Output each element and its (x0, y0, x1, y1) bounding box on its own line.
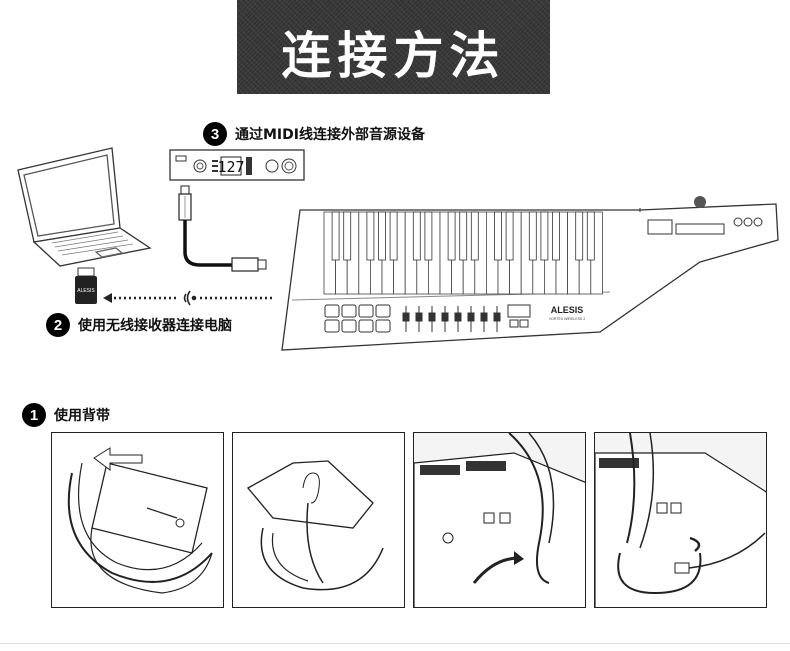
midi-cable-icon (179, 186, 266, 271)
step-3-label: 通过MIDI线连接外部音源设备 (235, 124, 425, 144)
strap-panel-3 (413, 432, 586, 608)
step-1-badge: 1 (22, 403, 46, 427)
strap-panel-4 (594, 432, 767, 608)
wireless-signal-icon (185, 291, 196, 305)
strap-panel-2 (232, 432, 405, 608)
sound-module-icon: 127 (170, 150, 304, 180)
strap-panel-1 (51, 432, 224, 608)
laptop-icon (18, 148, 150, 266)
keytar-icon: ALESIS VORTEX WIRELESS 2 (282, 196, 778, 350)
wireless-link (103, 291, 272, 305)
step-2: 2 使用无线接收器连接电脑 (46, 313, 232, 337)
usb-receiver-icon: ALESIS (75, 268, 97, 304)
step-3-badge: 3 (203, 122, 227, 146)
step-1-label: 使用背带 (54, 405, 110, 425)
connection-diagram: ALESIS 127 (0, 0, 790, 400)
step-2-label: 使用无线接收器连接电脑 (78, 315, 232, 335)
step-2-badge: 2 (46, 313, 70, 337)
step-1: 1 使用背带 (22, 403, 110, 427)
step-3: 3 通过MIDI线连接外部音源设备 (203, 122, 425, 146)
bottom-divider (0, 643, 790, 644)
keytar-brand: ALESIS (551, 305, 584, 315)
module-display: 127 (217, 158, 244, 176)
keytar-model: VORTEX WIRELESS 2 (549, 317, 585, 321)
svg-text:ALESIS: ALESIS (77, 288, 95, 294)
